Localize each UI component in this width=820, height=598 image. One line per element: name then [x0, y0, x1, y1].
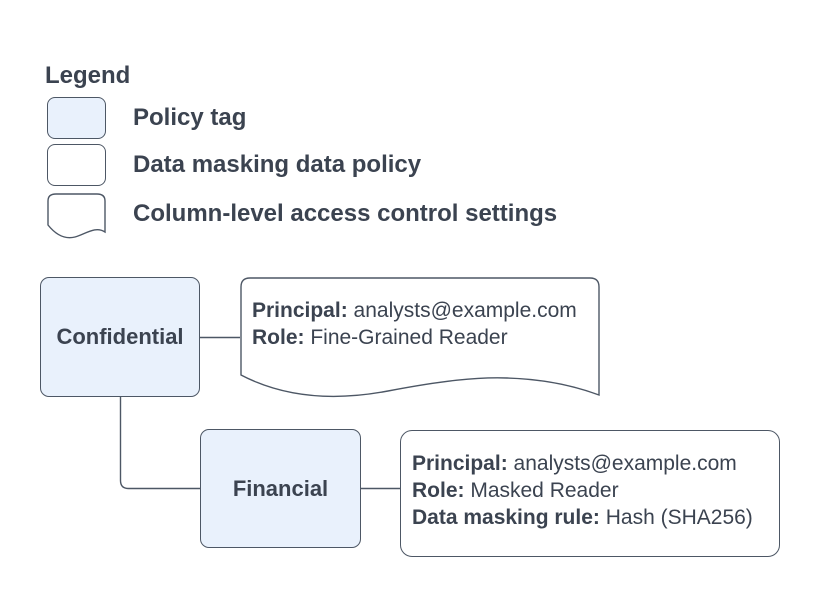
note-line-principal: Principal: analysts@example.com — [412, 452, 737, 475]
column-access-settings-note: Principal: analysts@example.com Role: Fi… — [252, 297, 577, 351]
legend-title: Legend — [45, 62, 131, 89]
policy-tag-financial-label: Financial — [232, 475, 329, 501]
policy-tag-financial: Financial — [200, 429, 361, 548]
legend-label-data-masking-policy: Data masking data policy — [133, 151, 422, 178]
data-policy-note-shape — [400, 430, 780, 557]
policy-tag-confidential-label: Confidential — [56, 324, 184, 349]
connector-confidential-to-financial — [119, 397, 200, 490]
note-line-role: Role: Fine-Grained Reader — [252, 326, 508, 349]
column-access-settings-swatch — [47, 193, 106, 239]
note-line-masking-rule: Data masking rule: Hash (SHA256) — [412, 506, 753, 529]
legend-label-column-access: Column-level access control settings — [133, 200, 558, 227]
data-masking-policy-swatch — [47, 144, 106, 186]
policy-tag-confidential: Confidential — [40, 277, 200, 397]
note-line-role: Role: Masked Reader — [412, 479, 619, 502]
data-policy-note: Principal: analysts@example.com Role: Ma… — [412, 450, 753, 531]
legend-label-policy-tag: Policy tag — [133, 104, 247, 131]
column-access-settings-note-shape — [240, 277, 600, 398]
policy-tag-swatch — [47, 97, 106, 139]
note-line-principal: Principal: analysts@example.com — [252, 299, 577, 322]
